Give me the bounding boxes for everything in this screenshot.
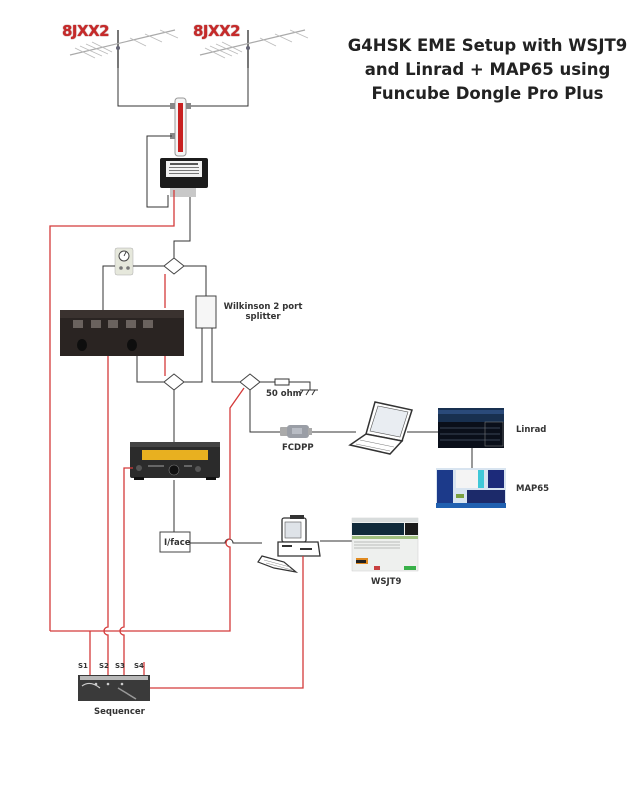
sequencer-port-s4: S4 — [134, 662, 144, 670]
title-line-1: G4HSK EME Setup with WSJT9 — [347, 36, 628, 55]
power-amplifier — [60, 310, 184, 356]
swr-meter — [114, 247, 134, 276]
wire-pa-out — [136, 356, 164, 383]
wire-ctrl-transceiver — [119, 467, 133, 675]
wire-junction-splitter — [184, 265, 207, 296]
preamp — [160, 158, 208, 197]
wire-splitter-out1 — [184, 328, 203, 383]
ground-icon — [299, 389, 318, 396]
wire-ctrl-pc — [150, 556, 304, 689]
diagram-title: G4HSK EME Setup with WSJT9 and Linrad + … — [345, 34, 630, 106]
wire-preamp-out — [173, 197, 191, 262]
sequencer-label: Sequencer — [94, 707, 145, 717]
sequencer-port-s2: S2 — [99, 662, 109, 670]
desktop-pc — [257, 515, 321, 573]
wire-splitter-out2 — [211, 328, 240, 383]
title-line-2: and Linrad + MAP65 using — [364, 60, 611, 79]
wire-junction-fcdpp — [249, 390, 280, 433]
wire-divider-preamp — [146, 135, 172, 208]
fcdpp-dongle — [280, 425, 312, 438]
antenna-right — [199, 29, 309, 68]
fcdpp-label: FCDPP — [282, 443, 314, 453]
transceiver — [130, 442, 220, 480]
wsjt-label: WSJT9 — [371, 577, 402, 587]
interface-box — [159, 531, 191, 553]
load-resistor — [274, 378, 290, 386]
wire-ctrl-preamp — [49, 190, 175, 631]
antenna-right-label: 8JXX2 — [193, 22, 241, 40]
linrad-label: Linrad — [516, 425, 547, 435]
splitter-label-line-1: Wilkinson 2 port — [223, 302, 303, 312]
power-divider — [170, 97, 191, 157]
wilkinson-splitter — [195, 295, 217, 329]
splitter-label-line-2: splitter — [245, 312, 281, 322]
title-line-3: Funcube Dongle Pro Plus — [371, 84, 604, 103]
map65-label: MAP65 — [516, 484, 550, 494]
antenna-feed-wires — [117, 68, 249, 107]
sequencer — [78, 675, 150, 701]
linrad-screenshot — [438, 408, 504, 448]
sequencer-port-s1: S1 — [78, 662, 88, 670]
wire-load-ground — [289, 381, 311, 390]
laptop — [348, 401, 413, 455]
wire-ctrl-pa — [103, 356, 109, 675]
interface-label: I/face — [164, 538, 191, 548]
relay-junction-tx — [163, 373, 185, 391]
wsjt-screenshot — [351, 517, 419, 572]
wire-meter-pa — [102, 265, 115, 312]
relay-junction-rx — [239, 373, 261, 391]
antenna-left — [69, 29, 179, 68]
splitter-label: Wilkinson 2 port splitter — [223, 302, 303, 322]
sequencer-port-s3: S3 — [115, 662, 125, 670]
load-label: 50 ohm — [266, 389, 302, 399]
map65-screenshot — [436, 468, 506, 508]
antenna-left-label: 8JXX2 — [62, 22, 110, 40]
control-wires — [49, 190, 304, 689]
wire-ctrl-rx-relay — [50, 387, 245, 632]
relay-junction-upper — [163, 257, 185, 275]
